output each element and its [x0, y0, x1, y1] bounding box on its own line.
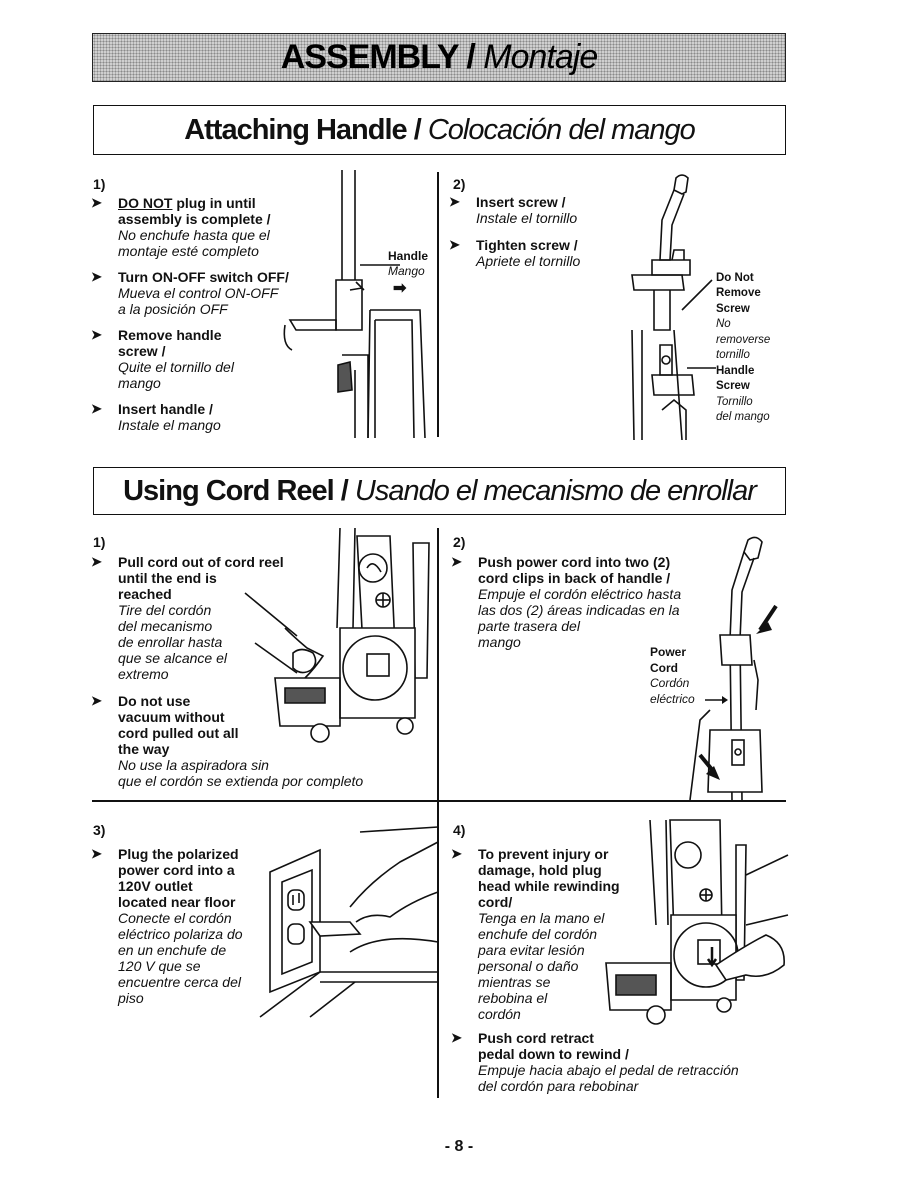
bullet-arrow-icon: ➤	[91, 846, 102, 861]
column-divider	[437, 172, 439, 437]
cord-clips-illustration	[689, 536, 778, 801]
cord-step1-item: ➤ Do not use vacuum without cord pulled …	[91, 693, 364, 789]
attach-step2-item: ➤ Tighten screw / Apriete el tornillo	[449, 237, 581, 269]
bullet-arrow-icon: ➤	[91, 269, 102, 284]
cord-step1-number: 1)	[93, 534, 106, 550]
bullet-arrow-icon: ➤	[91, 401, 102, 416]
attach-section-title: Attaching Handle / Colocación del mango	[184, 113, 696, 146]
row-divider	[92, 800, 786, 802]
bullet-arrow-icon: ➤	[91, 554, 102, 569]
page-number: - 8 -	[444, 1138, 474, 1155]
bullet-arrow-icon: ➤	[451, 1030, 462, 1045]
attach-step1-item: ➤ Turn ON-OFF switch OFF/ Mueva el contr…	[91, 269, 289, 317]
attach-section-header: Attaching Handle / Colocación del mango	[93, 105, 786, 155]
bullet-arrow-icon: ➤	[451, 554, 462, 569]
header-banner: ASSEMBLY / Montaje	[92, 33, 786, 82]
page-title: ASSEMBLY / Montaje	[280, 38, 598, 76]
cord-rewind-illustration	[605, 819, 789, 1025]
cord-step2-item: ➤ Push power cord into two (2) cord clip…	[451, 554, 682, 650]
handle-screw-label: Handle Screw Tornillo del mango	[716, 365, 770, 424]
wall-outlet-illustration	[259, 826, 439, 1018]
handle-insert-illustration	[283, 170, 426, 439]
cord-step2-number: 2)	[453, 534, 466, 550]
donot-remove-screw-label: Do Not Remove Screw No removerse tornill…	[716, 272, 771, 362]
cord-section-header: Using Cord Reel / Usando el mecanismo de…	[93, 467, 786, 515]
insert-arrow-icon: ➡	[393, 280, 407, 297]
column-divider	[437, 528, 439, 1098]
cord-section-title: Using Cord Reel / Usando el mecanismo de…	[123, 474, 757, 507]
bullet-arrow-icon: ➤	[91, 195, 102, 210]
attach-step1-item: ➤ DO NOT plug in until assembly is compl…	[91, 195, 271, 259]
power-cord-label: Power Cord Cordón eléctrico	[650, 645, 695, 706]
attach-step1-number: 1)	[93, 176, 106, 192]
cord-step3-number: 3)	[93, 822, 106, 838]
attach-step2-item: ➤ Insert screw / Instale el tornillo	[449, 194, 578, 226]
attach-step2-number: 2)	[453, 176, 466, 192]
bullet-arrow-icon: ➤	[91, 693, 102, 708]
cord-step3-item: ➤ Plug the polarized power cord into a 1…	[91, 846, 243, 1006]
cord-step4-number: 4)	[453, 822, 466, 838]
handle-label: Handle Mango	[388, 249, 429, 278]
bullet-arrow-icon: ➤	[91, 327, 102, 342]
cord-step4-item: ➤ Push cord retract pedal down to rewind…	[451, 1030, 739, 1094]
bullet-arrow-icon: ➤	[449, 194, 460, 209]
handle-screw-illustration	[631, 174, 716, 441]
cord-reel-pull-illustration	[244, 527, 430, 743]
attach-step1-item: ➤ Insert handle / Instale el mango	[91, 401, 221, 433]
bullet-arrow-icon: ➤	[449, 237, 460, 252]
cord-step4-item: ➤ To prevent injury or damage, hold plug…	[451, 846, 620, 1022]
cord-step1-item: ➤ Pull cord out of cord reel until the e…	[91, 554, 284, 682]
bullet-arrow-icon: ➤	[451, 846, 462, 861]
attach-step1-item: ➤ Remove handle screw / Quite el tornill…	[91, 327, 234, 391]
